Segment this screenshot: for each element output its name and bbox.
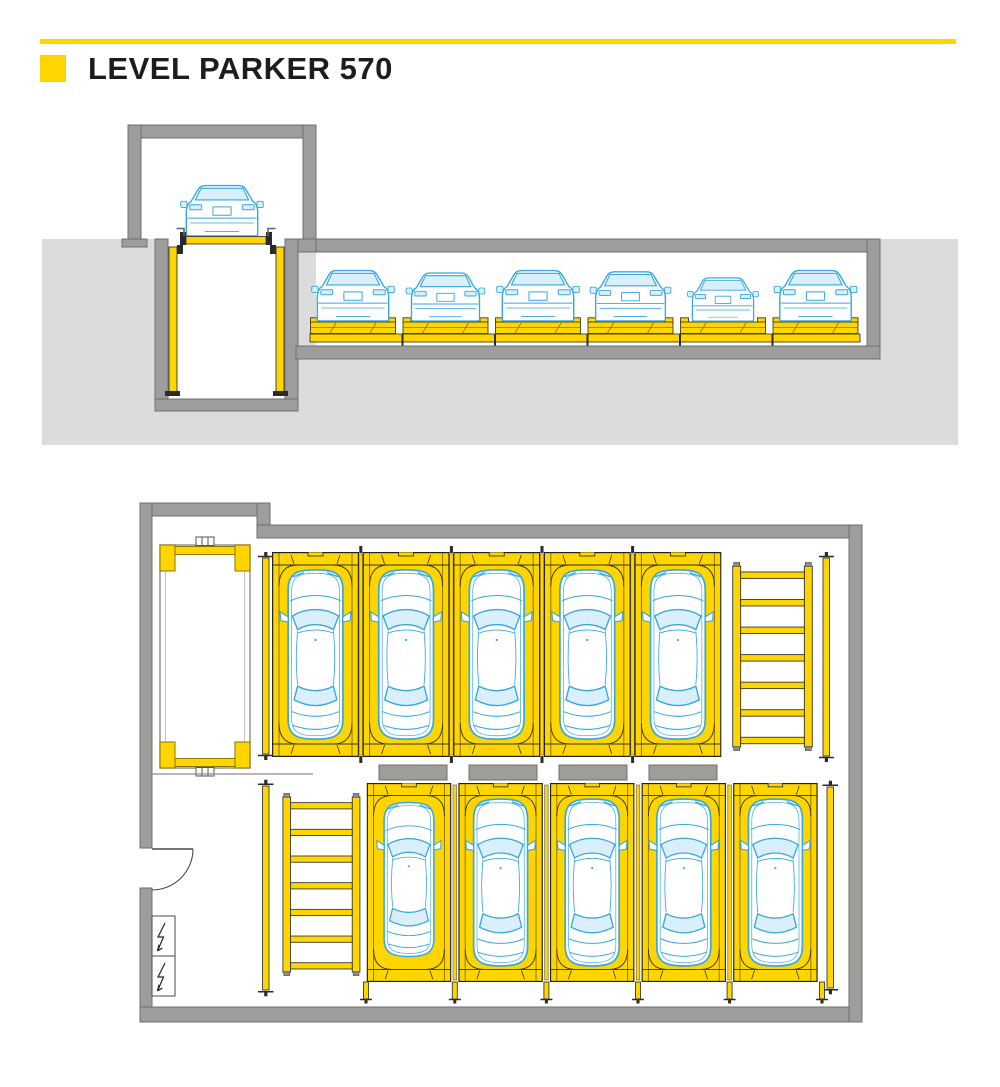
separator-block (468, 764, 538, 781)
lightning-icon (156, 962, 166, 992)
car-top-view (375, 801, 443, 958)
platform-hooks (176, 227, 276, 236)
electrical-cabinet-1 (151, 915, 176, 957)
pallet-rail (630, 553, 635, 756)
top-row-joint-stems (359, 546, 635, 763)
pallet-feet (360, 981, 828, 1004)
section-view-svg (42, 124, 958, 445)
pallet-rail (358, 553, 363, 756)
track-joints (401, 334, 774, 346)
lift-platform (176, 184, 276, 245)
pallet-rail (539, 553, 545, 756)
car-top-view (641, 568, 715, 741)
pallet-rail (452, 784, 457, 981)
corridor-pallet-track (309, 333, 861, 343)
pit-interior (168, 239, 285, 399)
car-top-view (369, 568, 443, 741)
car-top-view (279, 568, 352, 741)
separator-block (558, 764, 628, 781)
rail-foot (165, 391, 180, 396)
car-top-view (739, 798, 812, 967)
floor-plan-svg (139, 502, 863, 1023)
plan-row-top (272, 552, 813, 757)
plan-walls (139, 502, 863, 1023)
row-end-rail-bottom-right (822, 780, 838, 995)
row-end-rail-top-left (258, 552, 274, 760)
plan-row-bottom (282, 783, 818, 982)
platform-deck (185, 236, 267, 245)
separator-block (378, 764, 448, 781)
lightning-icon (156, 922, 166, 952)
pallet-rail (635, 784, 641, 981)
latch-bottom (195, 767, 215, 777)
elevator-platform-footprint (152, 536, 313, 777)
electrical-cabinets (151, 915, 176, 997)
car-top-view (460, 568, 534, 741)
entry-door (151, 848, 194, 891)
row-end-rail-bottom-left (258, 779, 274, 997)
separator-blocks (378, 764, 718, 781)
car-top-view (464, 798, 537, 967)
pit-guide-rail-right (275, 246, 285, 393)
separator-block (648, 764, 718, 781)
page-title: LEVEL PARKER 570 (88, 51, 393, 86)
title-bullet (40, 55, 66, 82)
car-top-view (647, 798, 720, 967)
rail-foot (273, 391, 288, 396)
rail-clamp (270, 245, 276, 254)
car-top-view (550, 568, 624, 741)
pallet-rail (727, 784, 732, 981)
storage-corridor (295, 238, 881, 360)
door-swing-arc (151, 848, 194, 891)
shuttle-frame (282, 793, 361, 976)
elevator-pit (154, 238, 299, 412)
pallet-rail (449, 553, 454, 756)
car-top-view (556, 798, 629, 967)
accent-rule (40, 39, 956, 44)
pallet-rail (544, 784, 549, 981)
latch-top (195, 536, 215, 546)
row-end-rail-top-right (819, 552, 834, 762)
rail-clamp (177, 245, 183, 254)
shuttle-frame (732, 562, 813, 751)
electrical-cabinet-2 (151, 955, 176, 997)
pit-guide-rail-left (168, 246, 178, 393)
